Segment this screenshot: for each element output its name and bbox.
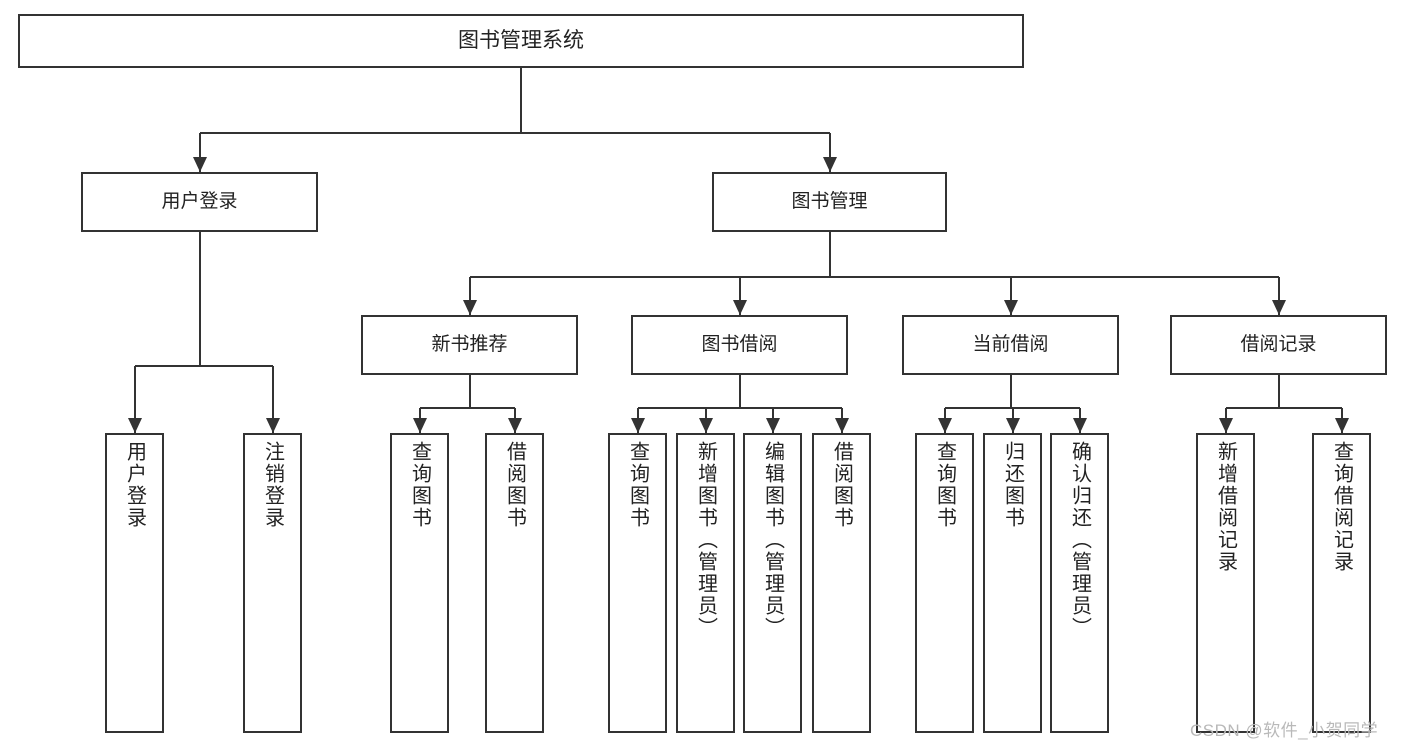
node-leaf-query-book-2-label: 查询图书	[626, 441, 649, 529]
node-leaf-edit-book-label: 编辑图书（管理员）	[761, 441, 784, 639]
node-leaf-borrow-book-1[interactable]: 借阅图书	[485, 433, 544, 733]
connector-drop-book-manage-2	[1009, 277, 1012, 315]
node-user-login[interactable]: 用户登录	[81, 172, 318, 232]
arrow-head-icon	[1003, 300, 1018, 315]
node-new-book-recommend-label: 新书推荐	[431, 333, 508, 355]
node-current-borrow-label: 当前借阅	[972, 333, 1049, 355]
connector-drop-user-login-1	[271, 366, 274, 433]
arrow-head-icon	[127, 418, 142, 433]
connector-stem-book-manage	[828, 232, 831, 277]
node-leaf-query-book-1[interactable]: 查询图书	[390, 433, 449, 733]
node-borrow-record[interactable]: 借阅记录	[1170, 315, 1387, 375]
node-leaf-borrow-book-1-label: 借阅图书	[503, 441, 526, 529]
node-leaf-add-book-label: 新增图书（管理员）	[694, 441, 717, 639]
node-leaf-query-book-3[interactable]: 查询图书	[915, 433, 974, 733]
arrow-head-icon	[765, 418, 780, 433]
node-book-manage[interactable]: 图书管理	[712, 172, 947, 232]
node-leaf-logout-label: 注销登录	[261, 441, 284, 529]
node-root-label: 图书管理系统	[458, 28, 584, 52]
node-book-manage-label: 图书管理	[791, 190, 868, 212]
arrow-head-icon	[1334, 418, 1349, 433]
connector-bus-user-login	[134, 365, 273, 367]
node-leaf-query-record-label: 查询借阅记录	[1330, 441, 1353, 573]
arrow-head-icon	[412, 418, 427, 433]
node-leaf-add-book[interactable]: 新增图书（管理员）	[676, 433, 735, 733]
connector-bus-borrow-record	[1225, 407, 1342, 409]
node-leaf-query-book-3-label: 查询图书	[933, 441, 956, 529]
node-leaf-borrow-book-2[interactable]: 借阅图书	[812, 433, 871, 733]
connector-stem-current-borrow	[1009, 375, 1012, 408]
node-leaf-query-record[interactable]: 查询借阅记录	[1312, 433, 1371, 733]
connector-drop-root-1	[828, 133, 831, 172]
node-leaf-add-record-label: 新增借阅记录	[1214, 441, 1237, 573]
node-leaf-borrow-book-2-label: 借阅图书	[830, 441, 853, 529]
node-leaf-confirm-return-label: 确认归还（管理员）	[1068, 441, 1091, 639]
node-leaf-user-login[interactable]: 用户登录	[105, 433, 164, 733]
connector-stem-book-borrow	[738, 375, 741, 408]
arrow-head-icon	[698, 418, 713, 433]
node-leaf-user-login-label: 用户登录	[123, 441, 146, 529]
node-leaf-query-book-2[interactable]: 查询图书	[608, 433, 667, 733]
connector-bus-book-borrow	[637, 407, 842, 409]
connector-stem-user-login	[198, 232, 201, 366]
node-new-book-recommend[interactable]: 新书推荐	[361, 315, 578, 375]
connector-bus-new-book	[419, 407, 515, 409]
arrow-head-icon	[192, 157, 207, 172]
arrow-head-icon	[1072, 418, 1087, 433]
arrow-head-icon	[1218, 418, 1233, 433]
connector-bus-root	[199, 132, 830, 134]
connector-stem-root	[520, 68, 522, 133]
connector-drop-root-0	[198, 133, 201, 172]
connector-drop-book-manage-3	[1277, 277, 1280, 315]
arrow-head-icon	[265, 418, 280, 433]
node-current-borrow[interactable]: 当前借阅	[902, 315, 1119, 375]
arrow-head-icon	[937, 418, 952, 433]
connector-drop-book-manage-1	[738, 277, 741, 315]
arrow-head-icon	[732, 300, 747, 315]
arrow-head-icon	[834, 418, 849, 433]
node-book-borrow-label: 图书借阅	[701, 333, 778, 355]
arrow-head-icon	[630, 418, 645, 433]
connector-stem-borrow-record	[1277, 375, 1280, 408]
node-leaf-logout[interactable]: 注销登录	[243, 433, 302, 733]
node-leaf-confirm-return[interactable]: 确认归还（管理员）	[1050, 433, 1109, 733]
node-book-borrow[interactable]: 图书借阅	[631, 315, 848, 375]
connector-bus-book-manage	[469, 276, 1279, 278]
node-leaf-return-book-label: 归还图书	[1001, 441, 1024, 529]
node-leaf-edit-book[interactable]: 编辑图书（管理员）	[743, 433, 802, 733]
node-borrow-record-label: 借阅记录	[1240, 333, 1317, 355]
node-root-system[interactable]: 图书管理系统	[18, 14, 1024, 68]
node-leaf-return-book[interactable]: 归还图书	[983, 433, 1042, 733]
node-leaf-query-book-1-label: 查询图书	[408, 441, 431, 529]
arrow-head-icon	[462, 300, 477, 315]
node-user-login-label: 用户登录	[161, 190, 238, 212]
connector-stem-new-book	[468, 375, 471, 408]
node-leaf-add-record[interactable]: 新增借阅记录	[1196, 433, 1255, 733]
arrow-head-icon	[1005, 418, 1020, 433]
arrow-head-icon	[1271, 300, 1286, 315]
arrow-head-icon	[822, 157, 837, 172]
arrow-head-icon	[507, 418, 522, 433]
connector-drop-book-manage-0	[468, 277, 471, 315]
connector-drop-user-login-0	[133, 366, 136, 433]
